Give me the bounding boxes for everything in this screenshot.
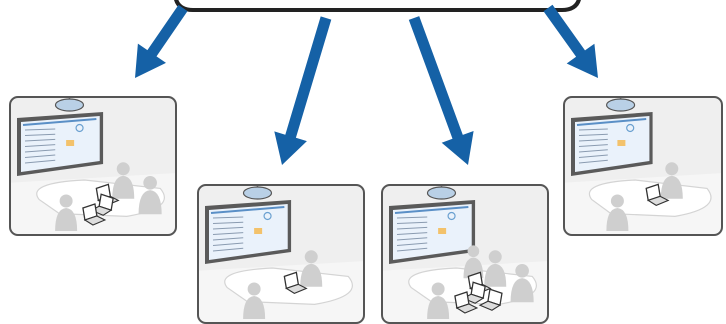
room-group: [9, 96, 723, 324]
arrow-3-icon: [409, 16, 474, 165]
room-4-panel: [563, 96, 723, 236]
room-2-panel: [197, 184, 365, 324]
arrow-4-icon: [544, 5, 599, 78]
arrow-2-icon: [274, 16, 331, 165]
hub-bar: [175, 0, 580, 10]
arrow-group: [135, 5, 598, 165]
room-1-panel: [9, 96, 177, 236]
room-3-panel: [381, 184, 549, 324]
arrow-1-icon: [135, 5, 188, 78]
